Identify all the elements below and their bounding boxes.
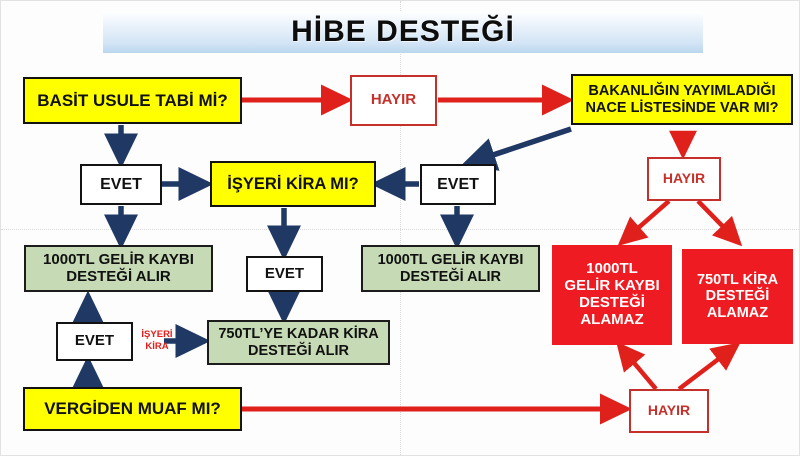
node-evet-bottom[interactable]: EVET [56,322,133,361]
page-title: HİBE DESTEĞİ [291,15,515,48]
node-gelir-kaybi-left-line1: 1000TL GELİR KAYBI [43,250,194,268]
node-vergiden-muaf-mi[interactable]: VERGİDEN MUAF MI? [23,387,242,431]
node-nace-listesinde-var-mi[interactable]: BAKANLIĞIN YAYIMLADIĞI NACE LİSTESİNDE V… [571,74,793,125]
title-banner [103,11,703,53]
node-gelir-kaybi-left-line2: DESTEĞİ ALIR [66,267,171,285]
node-750tl-ye-kadar-kira-destegi-alir[interactable]: 750TL’YE KADAR KİRA DESTEĞİ ALIR [207,320,390,365]
node-red-750-line3: ALAMAZ [706,304,769,321]
node-kira-750-line2: DESTEĞİ ALIR [248,342,349,359]
node-hayir-top[interactable]: HAYIR [350,75,437,126]
node-hayir-right[interactable]: HAYIR [647,157,721,201]
node-nace-line2: NACE LİSTESİNDE VAR MI? [585,99,779,116]
node-nace-line1: BAKANLIĞIN YAYIMLADIĞI [588,83,776,100]
edge-label-isyeri-kira: İŞYERİ KİRA [135,319,179,363]
node-red-1000-line3: DESTEĞİ [579,294,645,311]
node-1000tl-gelir-kaybi-alamaz[interactable]: 1000TL GELİR KAYBI DESTEĞİ ALAMAZ [552,245,672,345]
node-evet-left[interactable]: EVET [80,164,162,205]
node-red-1000-line2: GELİR KAYBI [564,277,660,295]
edge-label-isyeri: İŞYERİ [141,329,173,341]
node-red-750-line1: 750TL KİRA [696,272,779,289]
node-evet-mid[interactable]: EVET [246,256,323,292]
node-gelir-kaybi-destegi-alir-left[interactable]: 1000TL GELİR KAYBI DESTEĞİ ALIR [24,245,213,292]
slide-guide-horizontal [1,229,799,231]
node-750tl-kira-destegi-alamaz[interactable]: 750TL KİRA DESTEĞİ ALAMAZ [682,249,793,344]
slide-guide-vertical [400,1,402,455]
node-hayir-bottom[interactable]: HAYIR [629,389,709,433]
node-red-750-line2: DESTEĞİ [705,288,770,305]
edge-label-kira: KİRA [145,341,169,352]
node-isyeri-kira-mi[interactable]: İŞYERİ KİRA MI? [210,161,376,207]
node-evet-right[interactable]: EVET [420,164,496,205]
node-gelir-kaybi-right-line1: 1000TL GELİR KAYBI [377,252,524,269]
node-kira-750-line1: 750TL’YE KADAR KİRA [218,326,379,343]
node-gelir-kaybi-destegi-alir-right[interactable]: 1000TL GELİR KAYBI DESTEĞİ ALIR [361,245,540,292]
node-basit-usule-tabi-mi[interactable]: BASİT USULE TABİ Mİ? [23,77,242,124]
node-red-1000-line4: ALAMAZ [580,310,644,328]
node-gelir-kaybi-right-line2: DESTEĞİ ALIR [400,268,501,285]
node-red-1000-line1: 1000TL [586,260,638,278]
